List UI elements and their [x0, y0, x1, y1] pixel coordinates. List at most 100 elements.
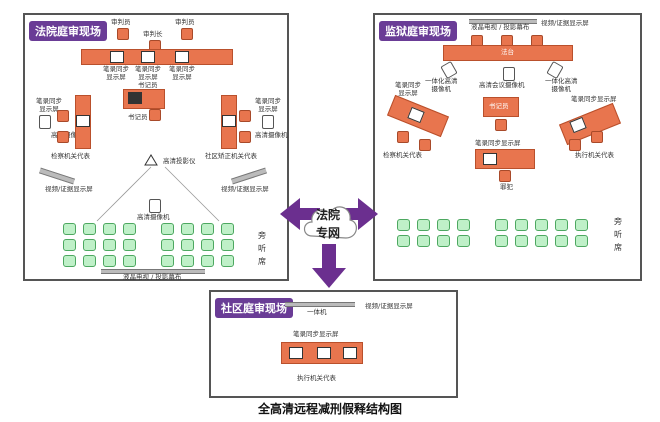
gallery-seat [123, 223, 136, 235]
court-bench [443, 45, 573, 61]
clerk-desk [483, 97, 519, 117]
camera-icon [39, 115, 51, 129]
executor-chair [569, 139, 581, 151]
gallery-seat [161, 239, 174, 251]
tv-screen-label: 液晶电视 / 投影幕布 [123, 273, 182, 281]
gallery-seat [555, 219, 568, 231]
video-screen-left [38, 167, 76, 185]
gallery-seat [201, 223, 214, 235]
executor-desk [558, 102, 622, 146]
gallery-label: 旁听席 [614, 217, 622, 252]
clerk-seat-label: 书记员 [128, 113, 148, 121]
community-chair [239, 110, 251, 122]
prosecutor-chair [57, 110, 69, 122]
gallery-seat [437, 235, 450, 247]
clerk-label: 书记员 [489, 102, 509, 110]
gallery-label: 旁听席 [258, 231, 266, 266]
gallery-seat [437, 219, 450, 231]
gallery-seat [515, 219, 528, 231]
prosecutor-chair [57, 131, 69, 143]
sync-right-label: 笔录同步显示屏 [571, 95, 617, 103]
executor-label: 执行机关代表 [297, 374, 336, 382]
all-in-one-screen [285, 302, 355, 307]
gallery-seat [123, 255, 136, 267]
gallery-seat [123, 239, 136, 251]
executor-chair [591, 131, 603, 143]
cam-right-label: 一体化高清 摄像机 [545, 77, 578, 93]
tv-screen [101, 269, 205, 274]
gallery-seat [495, 235, 508, 247]
monitor-icon [289, 347, 303, 359]
diagram-caption: 全高清远程减刑假释结构图 [257, 402, 402, 416]
prison-panel-title: 监狱庭审现场 [379, 21, 457, 41]
gallery-seat [535, 235, 548, 247]
video-screen-label: 视频/证据显示屏 [541, 19, 589, 27]
gallery-seat [103, 239, 116, 251]
judge-chair [181, 28, 193, 40]
executor-label: 执行机关代表 [575, 151, 614, 159]
gallery-seat [515, 235, 528, 247]
video-screen-left-label: 视频/证据显示屏 [45, 185, 93, 193]
sync-right-label: 笔录同步 显示屏 [255, 97, 281, 113]
monitor-icon [110, 51, 124, 63]
gallery-seat [397, 235, 410, 247]
defendant-chair [499, 170, 511, 182]
network-label-line1: 法院 [316, 208, 341, 222]
gallery-seat [575, 219, 588, 231]
prosecutor-label: 检察机关代表 [51, 152, 90, 160]
gallery-seat [221, 239, 234, 251]
camera-icon [149, 199, 161, 213]
judge-label-left: 审判员 [111, 18, 131, 26]
projector-label: 高清投影仪 [163, 157, 196, 165]
community-label: 社区矫正机关代表 [205, 152, 257, 160]
gallery-seat [457, 235, 470, 247]
community-panel-title: 社区庭审现场 [215, 298, 293, 318]
gallery-seat [63, 223, 76, 235]
sync-center-label: 笔录同步显示屏 [475, 139, 521, 147]
video-screen-right [230, 167, 268, 185]
hd-camera-bottom-label: 高清摄像机 [137, 213, 170, 221]
cam-center-label: 高清会议摄像机 [479, 81, 525, 89]
gallery-seat [181, 223, 194, 235]
judges-bench [81, 49, 233, 65]
gallery-seat [83, 239, 96, 251]
gallery-seat [417, 219, 430, 231]
prosecutor-chair [419, 139, 431, 151]
gallery-seat [495, 219, 508, 231]
tv-screen [469, 19, 537, 24]
gallery-seat [397, 219, 410, 231]
community-panel: 社区庭审现场 一体机 视频/证据显示屏 笔录同步显示屏 执行机关代表 [209, 290, 458, 398]
cam-left-label: 一体化高清 摄像机 [425, 77, 458, 93]
gallery-seat [161, 223, 174, 235]
court-panel-title: 法院庭审现场 [29, 21, 107, 41]
monitor-icon [317, 347, 331, 359]
judge-label-center: 审判长 [143, 30, 163, 38]
monitor-icon [483, 153, 497, 165]
clerk-chair [149, 109, 161, 121]
prosecutor-label: 检察机关代表 [383, 151, 422, 159]
clerk-chair [495, 119, 507, 131]
sync-screen-label: 笔录同步显示屏 [293, 330, 339, 338]
monitor-icon [141, 51, 155, 63]
monitor-icon [128, 92, 142, 104]
gallery-seat [103, 255, 116, 267]
gallery-seat [201, 239, 214, 251]
clerk-label: 书记员 [138, 81, 158, 89]
gallery-seat [161, 255, 174, 267]
community-chair [239, 131, 251, 143]
gallery-seat [555, 235, 568, 247]
gallery-seat [63, 255, 76, 267]
monitor-icon [343, 347, 357, 359]
gallery-seat [181, 255, 194, 267]
gallery-seat [83, 223, 96, 235]
sync-screen-label: 笔录同步 显示屏 [169, 65, 195, 81]
monitor-icon [222, 115, 236, 127]
monitor-icon [175, 51, 189, 63]
gallery-seat [83, 255, 96, 267]
camera-icon [262, 115, 274, 129]
gallery-seat [201, 255, 214, 267]
judge-chair [117, 28, 129, 40]
video-screen-right-label: 视频/证据显示屏 [221, 185, 269, 193]
prosecutor-chair [397, 131, 409, 143]
gallery-seat [417, 235, 430, 247]
